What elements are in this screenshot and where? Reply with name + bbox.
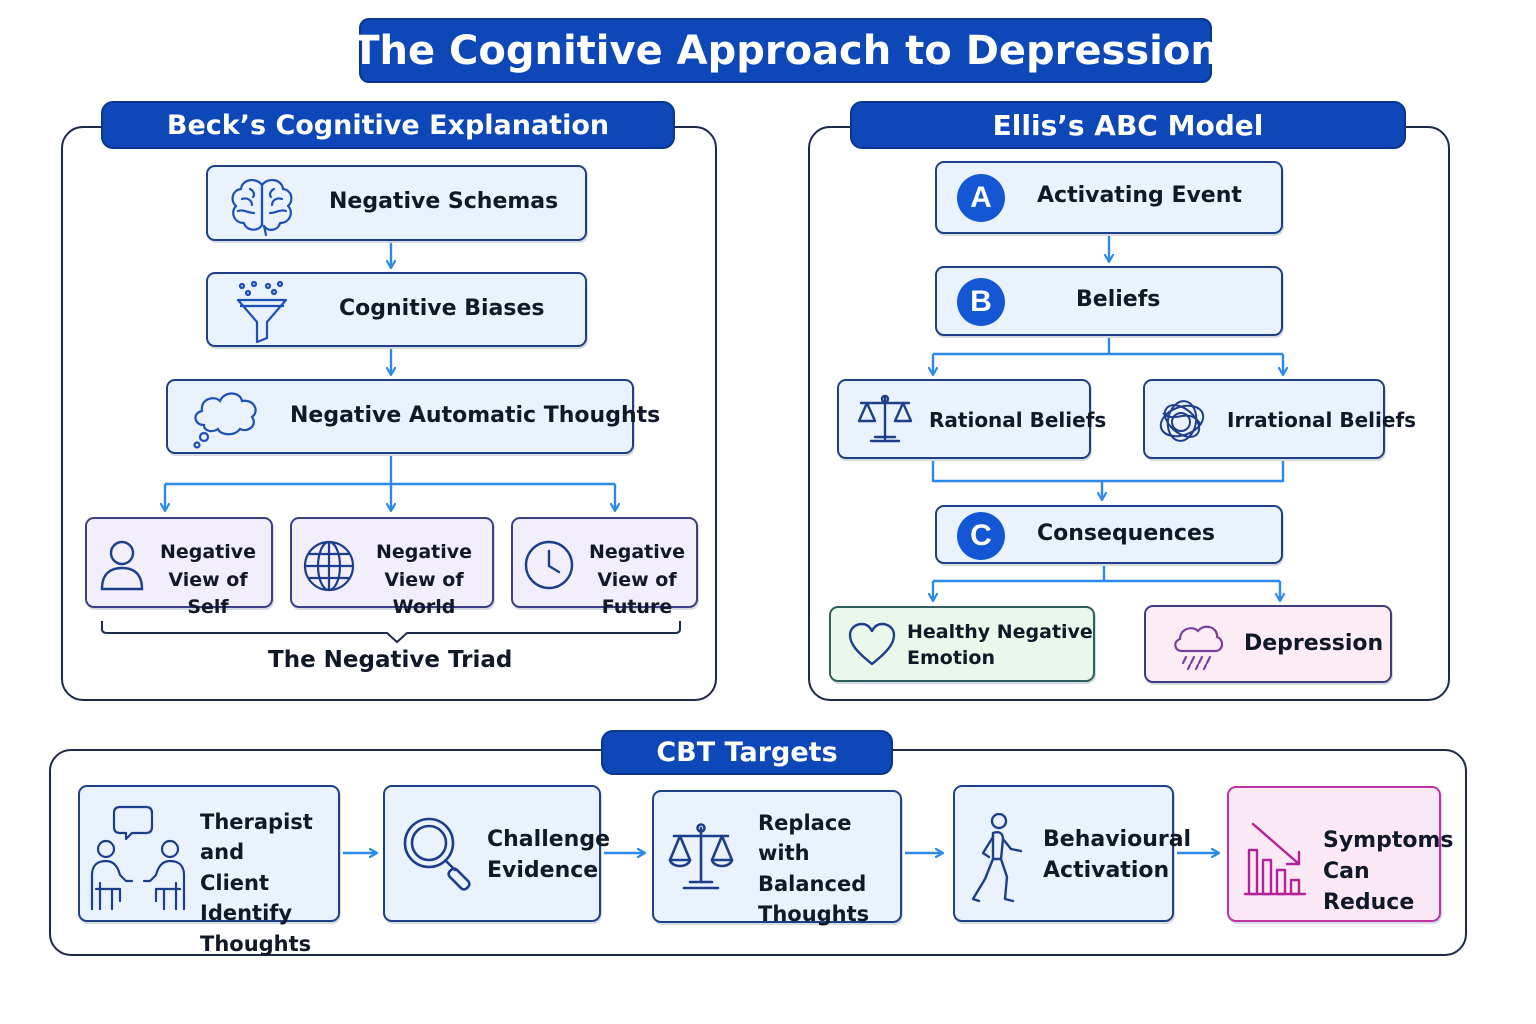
consequences-label: Consequences [1037, 521, 1215, 546]
depression-label: Depression [1244, 631, 1384, 656]
negative-schemas-box: Negative Schemas [206, 165, 587, 241]
funnel-icon [236, 280, 288, 344]
beck-header: Beck’s Cognitive Explanation [101, 101, 675, 149]
globe-icon [303, 540, 355, 592]
activating-event-label: Activating Event [1037, 183, 1242, 208]
cbt-header: CBT Targets [601, 730, 893, 775]
rational-beliefs-box: Rational Beliefs [837, 379, 1106, 459]
conversation-icon [90, 805, 186, 911]
badge-a: A [957, 174, 1005, 222]
ellis-header: Ellis’s ABC Model [850, 101, 1406, 149]
negative-automatic-thoughts-box: Negative Automatic Thoughts [166, 379, 660, 454]
walking-person-icon [971, 813, 1023, 903]
magnifier-icon [403, 817, 471, 891]
badge-b: B [957, 278, 1005, 326]
beliefs-box: B Beliefs [935, 266, 1283, 336]
negative-schemas-label: Negative Schemas [329, 189, 559, 214]
consequences-branch [933, 566, 1280, 583]
declining-chart-icon [1243, 822, 1307, 896]
activating-event-box: A Activating Event [935, 161, 1283, 234]
irrational-beliefs-label: Irrational Beliefs [1227, 408, 1417, 432]
beliefs-merge [931, 461, 1285, 483]
heart-icon [848, 622, 896, 666]
beliefs-label: Beliefs [1076, 287, 1161, 312]
cognitive-biases-box: Cognitive Biases [206, 272, 587, 347]
brain-icon [231, 179, 293, 237]
irrational-beliefs-box: Irrational Beliefs [1143, 379, 1416, 459]
clock-icon [524, 540, 574, 590]
beliefs-branch [933, 338, 1283, 356]
rain-cloud-icon [1174, 625, 1224, 671]
page-title: The Cognitive Approach to Depression [352, 18, 1219, 83]
negative-triad-label: The Negative Triad [268, 647, 513, 673]
consequences-box: C Consequences [935, 505, 1283, 564]
depression-box: Depression [1144, 605, 1392, 683]
negative-automatic-thoughts-label: Negative Automatic Thoughts [290, 403, 661, 428]
triad-brace [101, 621, 681, 644]
badge-c: C [957, 512, 1005, 560]
thought-cloud-icon [193, 392, 257, 449]
person-icon [100, 540, 144, 591]
balance-scale-icon [857, 394, 913, 443]
tangled-lines-icon [1159, 400, 1205, 442]
cognitive-biases-label: Cognitive Biases [339, 296, 545, 321]
scales-icon [668, 823, 734, 890]
rational-beliefs-label: Rational Beliefs [929, 408, 1107, 432]
